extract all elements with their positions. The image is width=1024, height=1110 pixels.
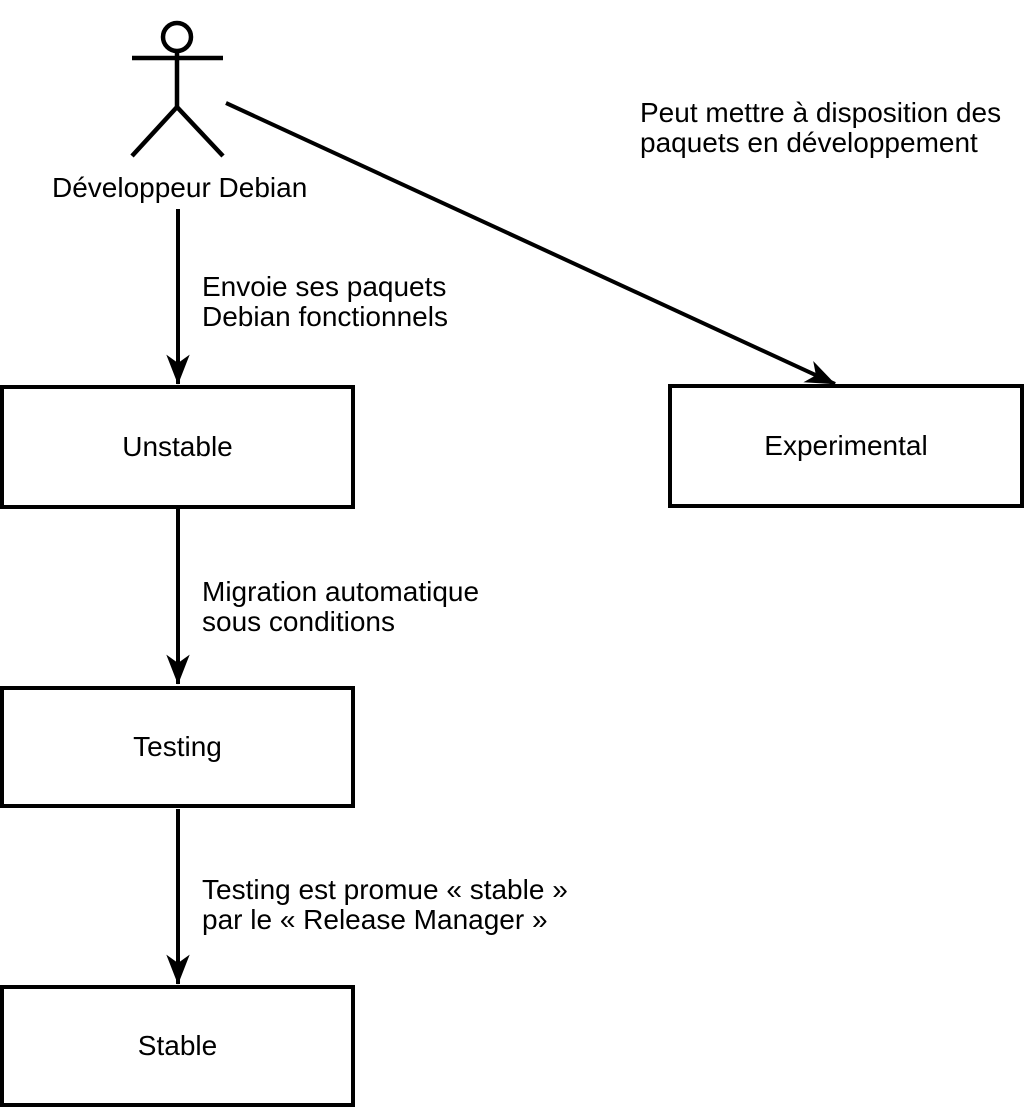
node-experimental: Experimental [668,384,1024,508]
node-testing-label: Testing [133,731,222,762]
node-unstable: Unstable [0,385,355,509]
stick-figure-icon [130,20,225,158]
actor-right-leg-icon [175,105,225,158]
edge-label-line: par le « Release Manager » [202,904,548,935]
edge-label-developer-to-experimental: Peut mettre à disposition des paquets en… [640,98,1001,158]
actor-label: Développeur Debian [52,172,308,203]
edge-label-line: Debian fonctionnels [202,301,448,332]
edge-label-line: Envoie ses paquets [202,271,447,302]
edge-label-line: Migration automatique [202,576,480,607]
node-unstable-label: Unstable [122,431,233,462]
actor-left-leg-icon [130,105,179,158]
edge-label-unstable-to-testing: Migration automatique sous conditions [202,577,479,637]
node-experimental-label: Experimental [764,430,928,461]
edge-label-line: Peut mettre à disposition des [640,97,1002,128]
node-stable: Stable [0,985,355,1107]
node-stable-label: Stable [137,1030,218,1061]
actor-head-icon [160,20,194,54]
node-testing: Testing [0,686,355,808]
edge-label-developer-to-unstable: Envoie ses paquets Debian fonctionnels [202,272,448,332]
edge-label-line: sous conditions [202,606,396,637]
arrow-developer-to-experimental [225,101,836,386]
edge-label-line: Testing est promue « stable » [202,874,568,905]
edge-label-line: paquets en développement [640,127,978,158]
edge-label-testing-to-stable: Testing est promue « stable » par le « R… [202,875,568,935]
